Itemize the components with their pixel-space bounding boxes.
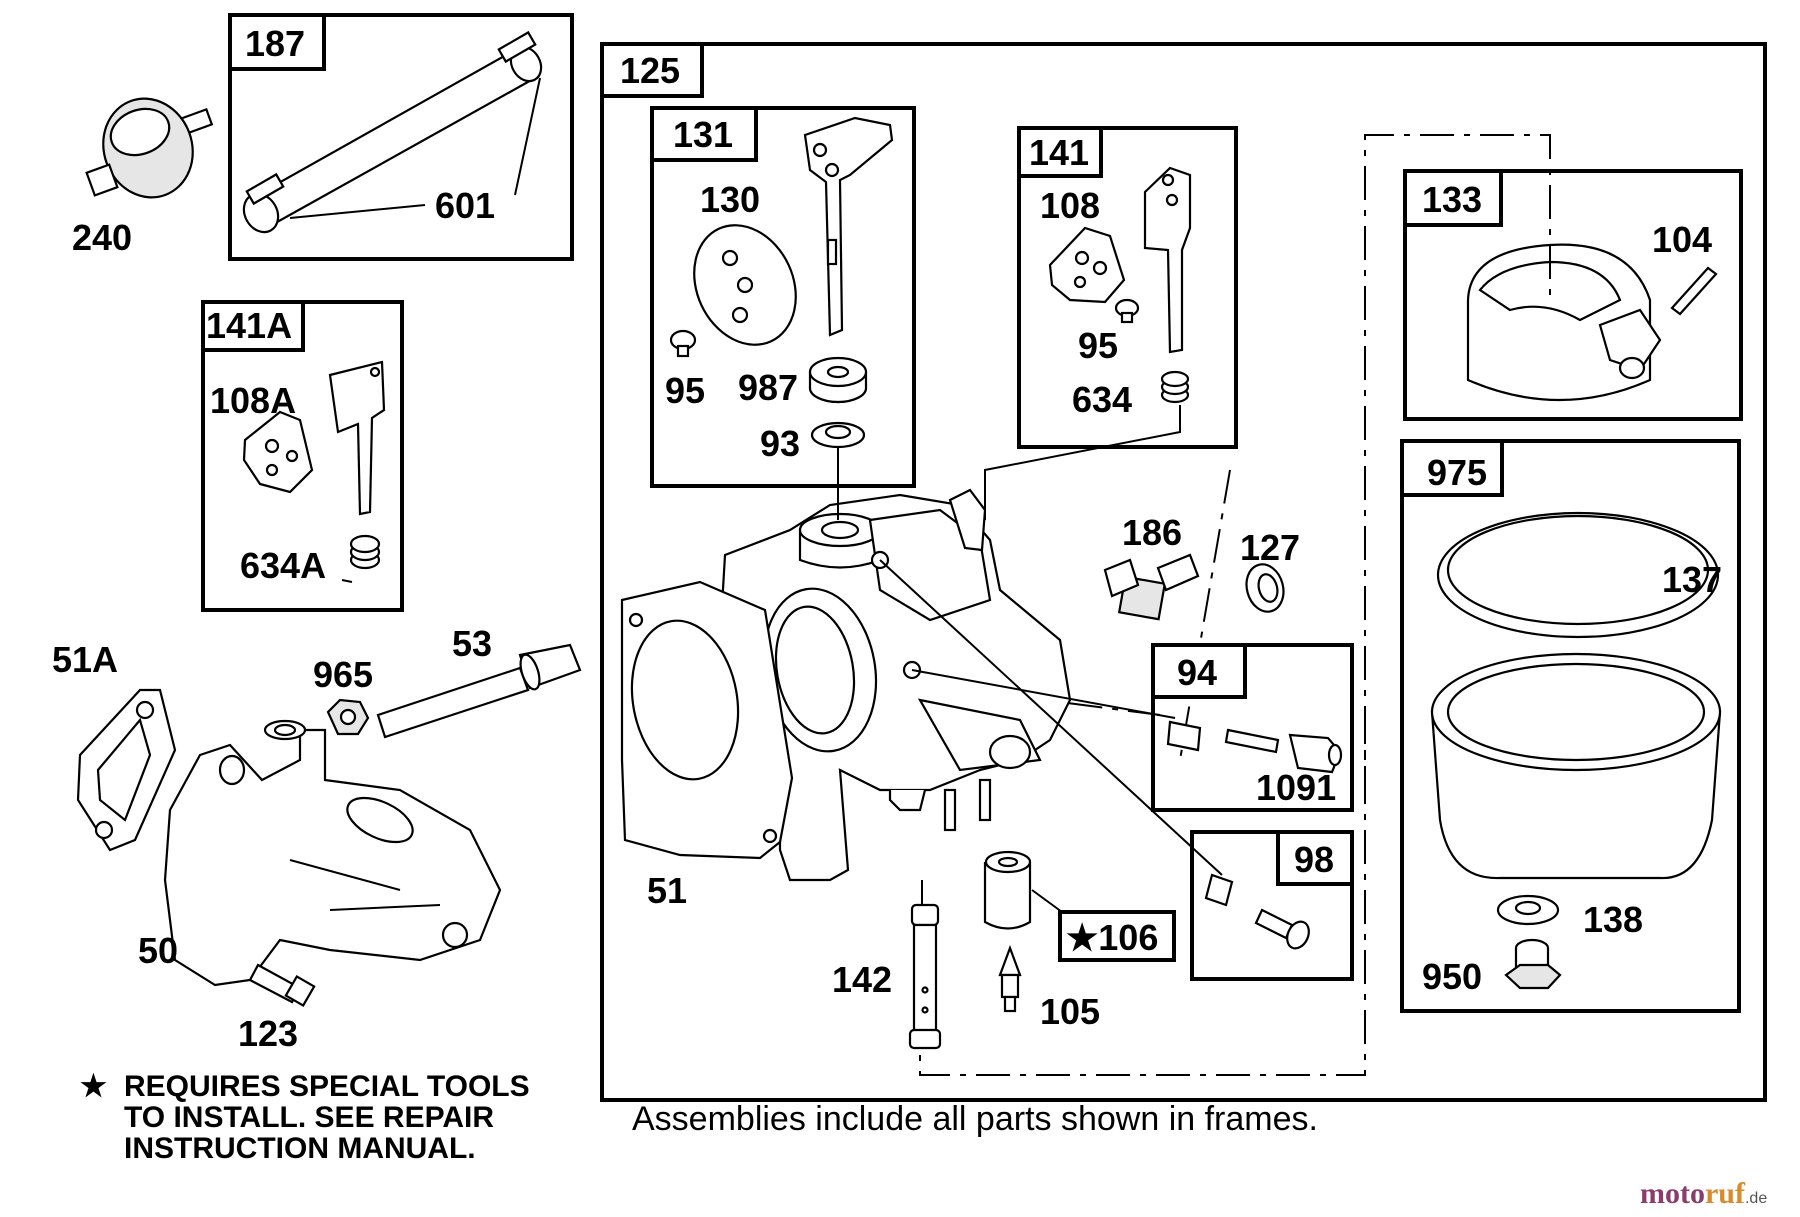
label-634: 634 — [1072, 379, 1132, 420]
spring-part-634A — [341, 534, 381, 583]
frame-label-98: 98 — [1294, 839, 1334, 880]
label-634A: 634A — [240, 545, 326, 586]
label-123: 123 — [238, 1013, 298, 1054]
frame-187: 187 601 — [228, 13, 574, 261]
pin-part-104 — [1670, 266, 1718, 316]
fitting-part-186 — [1103, 553, 1200, 621]
carburetor-body-part — [718, 488, 1072, 882]
label-137: 137 — [1662, 559, 1722, 600]
mixture-screw-assembly-part — [1166, 720, 1343, 774]
label-987: 987 — [738, 367, 798, 408]
label-50: 50 — [138, 930, 178, 971]
idle-screw-part — [1204, 873, 1310, 950]
label-965: 965 — [313, 654, 373, 695]
frame-141A: 141A 108A 634A — [201, 300, 404, 612]
seal-part-987 — [808, 356, 868, 404]
bowl-gasket-part-137 — [1436, 511, 1720, 639]
frame-label-133: 133 — [1422, 179, 1482, 220]
choke-plate-part-108 — [1048, 226, 1126, 304]
choke-shaft-part-141 — [1143, 166, 1192, 354]
choke-plate-part-108A — [242, 410, 314, 494]
screw-part-123 — [248, 963, 316, 1008]
frame-label-141A: 141A — [206, 305, 292, 346]
label-93: 93 — [760, 423, 800, 464]
washer-part-138 — [1496, 894, 1560, 926]
fuel-line-part — [242, 30, 543, 234]
intake-manifold-part-50 — [163, 719, 502, 987]
label-108: 108 — [1040, 185, 1100, 226]
note-line-1: REQUIRES SPECIAL TOOLS — [124, 1070, 530, 1103]
spring-part-634 — [1160, 370, 1190, 404]
frame-133: 133 104 — [1403, 169, 1743, 421]
frame-label-94: 94 — [1177, 652, 1217, 693]
frame-131: 131 130 95 987 93 — [650, 106, 916, 488]
label-53: 53 — [452, 623, 492, 664]
assemblies-caption: Assemblies include all parts shown in fr… — [632, 1100, 1318, 1138]
fuel-filter-part-240: 240 — [72, 97, 214, 258]
frame-label-131: 131 — [673, 114, 733, 155]
label-142: 142 — [832, 959, 892, 1000]
note-line-2: TO INSTALL. SEE REPAIR — [124, 1101, 494, 1134]
bowl-screw-part-950 — [1504, 938, 1562, 990]
frame-label-187: 187 — [245, 23, 305, 64]
throttle-shaft-part — [803, 116, 894, 337]
frame-label-106: ★106 — [1066, 917, 1158, 958]
frame-label-975: 975 — [1427, 452, 1487, 493]
frame-label-141: 141 — [1029, 132, 1089, 173]
label-950: 950 — [1422, 956, 1482, 997]
frame-141: 141 108 95 634 — [1017, 126, 1238, 449]
label-105: 105 — [1040, 991, 1100, 1032]
needle-part-105 — [998, 944, 1022, 1013]
label-95-a: 95 — [665, 370, 705, 411]
label-130: 130 — [700, 179, 760, 220]
star-icon: ★ — [80, 1070, 107, 1103]
label-1091: 1091 — [1256, 767, 1336, 808]
float-part — [1466, 243, 1662, 402]
frame-94: 94 1091 — [1151, 643, 1354, 812]
frame-125: 125 — [600, 42, 1767, 1102]
special-tools-note: ★ REQUIRES SPECIAL TOOLS TO INSTALL. SEE… — [80, 1070, 530, 1165]
seat-part-106 — [983, 850, 1032, 930]
gasket-part-51A — [76, 688, 177, 852]
choke-shaft-part — [328, 360, 386, 516]
label-95-b: 95 — [1078, 325, 1118, 366]
note-line-3: INSTRUCTION MANUAL. — [124, 1132, 476, 1165]
screw-part-95-b — [1114, 298, 1140, 324]
label-104: 104 — [1652, 219, 1712, 260]
frame-98: 98 — [1190, 830, 1354, 981]
leader-lines — [837, 405, 1223, 913]
nut-part-965 — [326, 698, 370, 736]
float-bowl-part — [1430, 652, 1722, 880]
label-51: 51 — [647, 870, 687, 911]
watermark-part-1: moto — [1640, 1177, 1705, 1210]
throttle-plate-part-130 — [693, 224, 797, 346]
label-127: 127 — [1240, 527, 1300, 568]
label-138: 138 — [1583, 899, 1643, 940]
flange-gasket-part-51 — [620, 580, 794, 860]
watermark-part-3: .de — [1745, 1190, 1767, 1207]
label-108A: 108A — [210, 380, 296, 421]
label-186: 186 — [1122, 512, 1182, 553]
frame-label-125: 125 — [620, 50, 680, 91]
stud-part-53 — [376, 643, 582, 739]
label-240: 240 — [72, 217, 132, 258]
label-51A: 51A — [52, 639, 118, 680]
frame-106: ★106 — [1058, 910, 1176, 962]
svg-text:motoruf.de: motoruf.de — [1640, 1177, 1767, 1210]
main-jet-part-142 — [908, 903, 942, 1050]
frame-975: 975 137 138 950 — [1400, 439, 1741, 1013]
cap-part-127 — [1245, 563, 1285, 613]
label-601: 601 — [435, 185, 495, 226]
watermark-part-2: ruf — [1705, 1177, 1746, 1210]
screw-part-95-a — [669, 329, 697, 358]
washer-part-93 — [810, 421, 866, 449]
motoruf-watermark-logo: motoruf.de — [1640, 1177, 1767, 1210]
